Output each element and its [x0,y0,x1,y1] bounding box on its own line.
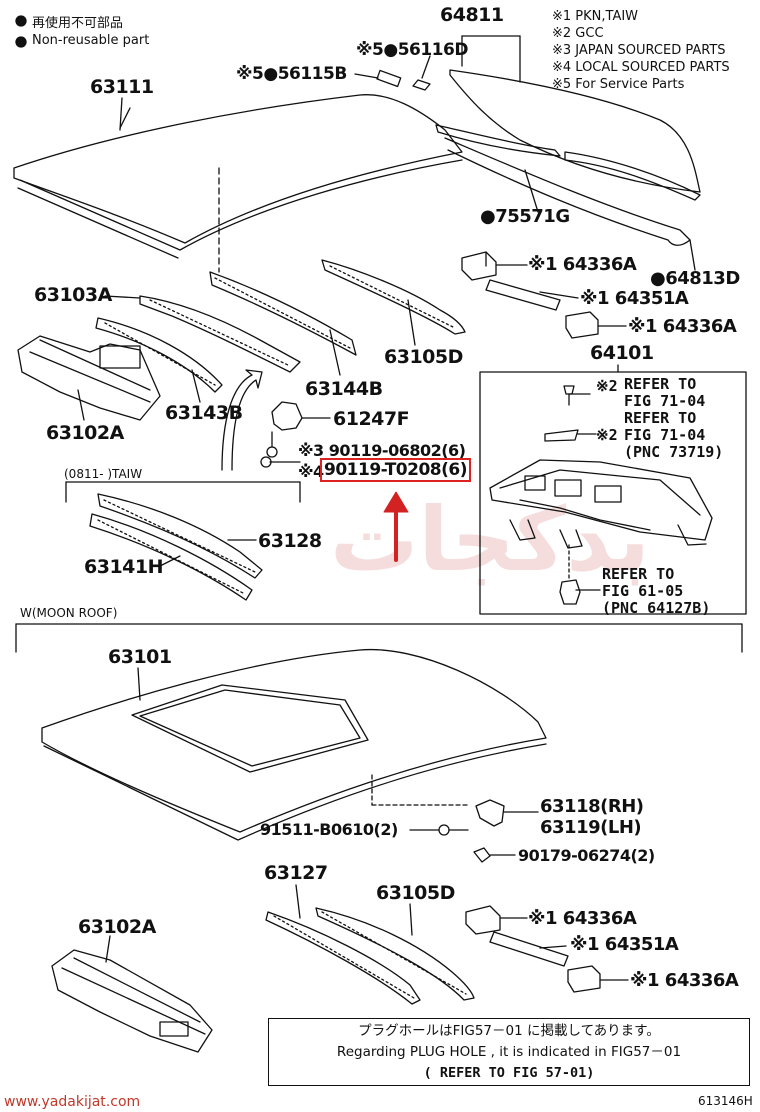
label-91511: 91511-B0610(2) [260,820,398,839]
panel-63102A [17,335,161,421]
legend-dot-1 [15,15,27,27]
section-moon-roof: W(MOON ROOF) [20,606,118,620]
strip-64351A-top [485,279,561,311]
plug-hole-note: プラグホールはFIG57－01 に掲載してあります。 Regarding PLU… [268,1018,750,1086]
label-90119-06802: ※3 90119-06802(6) [298,441,466,460]
label-63111: 63111 [90,76,154,98]
figure-id: 613146H [698,1094,753,1108]
label-63103A: 63103A [34,284,112,306]
ref-2-mark: ※2 [596,426,618,444]
note-jp: プラグホールはFIG57－01 に掲載してあります。 [358,1023,660,1039]
label-63118: 63118(RH) [540,796,644,817]
pad-64336A-top [461,251,497,281]
molding-64811 [435,35,701,246]
bolt-91511 [438,824,450,836]
label-64351A-1: ※1 64351A [580,288,689,309]
clip-56116D [412,79,431,91]
label-64336A-4: ※1 64336A [630,970,739,991]
label-64811: 64811 [440,4,504,26]
note-4: ※4 LOCAL SOURCED PARTS [552,60,730,75]
label-56115B: ※5●56115B [236,64,347,84]
label-63141H: 63141H [84,556,164,578]
ref-3-line-2: FIG 61-05 [602,582,684,600]
watermark-logo: بدكجات [330,488,654,591]
label-63144B: 63144B [305,378,383,400]
bracket-61247F [271,401,303,431]
rail-63128 [97,493,263,579]
label-63105D: 63105D [384,346,463,368]
website-link[interactable]: www.yadakijat.com [4,1094,141,1110]
rail-63105D-lower [315,903,475,1001]
panel-63103A [104,295,301,373]
note-1: ※1 PKN,TAIW [552,9,639,24]
label-63143B: 63143B [165,402,243,424]
rail-63144B [209,271,357,376]
label-90179: 90179-06274(2) [518,846,655,865]
ref-1-line-2: FIG 71-04 [624,392,706,410]
note-5: ※5 For Service Parts [552,77,685,92]
label-64336A-3: ※1 64336A [528,908,637,929]
plug-ref [559,579,581,605]
legend-jp: 再使用不可部品 [32,16,124,31]
pad-64336A-lower-1 [465,905,501,935]
clip-56115B [376,69,402,88]
ref-3-line-3: (PNC 64127B) [602,599,711,617]
note-3: ※3 JAPAN SOURCED PARTS [552,43,726,58]
note-en: Regarding PLUG HOLE , it is indicated in… [336,1044,682,1060]
label-64351A-2: ※1 64351A [570,934,679,955]
rail-63127 [265,884,421,1005]
rail-63143B [95,317,223,403]
label-64336A-2: ※1 64336A [628,316,737,337]
label-63101: 63101 [108,646,172,668]
highlight-arrow [383,491,409,562]
ref-1-mark: ※2 [596,377,618,395]
ref-2-line-3: (PNC 73719) [624,443,724,461]
legend-en: Non-reusable part [32,33,150,48]
label-64336A-1: ※1 64336A [528,254,637,275]
screw-ref [563,385,575,395]
box-64101 [479,371,747,615]
label-64101: 64101 [590,342,654,364]
panel-63102A-lower [51,935,213,1053]
legend-dot-2 [15,36,27,48]
label-63102A-lower: 63102A [78,916,156,938]
label-63102A: 63102A [46,422,124,444]
label-90119-T0208-highlighted: 90119-T0208(6) [320,458,471,482]
nut-90179 [473,847,491,863]
ref-2-line-1: REFER TO [624,409,697,427]
pad-64336A-mid [565,311,599,339]
clip-ref [544,429,579,442]
label-63127: 63127 [264,862,328,884]
roof-panel-63111 [13,94,463,259]
roof-panel-63101 [41,648,547,841]
label-56116D: ※5●56116D [356,40,468,60]
pad-64336A-lower-2 [567,965,601,993]
label-63119: 63119(LH) [540,817,642,838]
bracket-63118 [475,799,505,827]
assembly-arrow [221,369,263,471]
note-ref: ( REFER TO FIG 57-01) [423,1065,595,1081]
bolt-90119-06802 [266,446,278,458]
label-64813D: ●64813D [650,268,740,289]
ref-2-line-2: FIG 71-04 [624,426,706,444]
ref-3-line-1: REFER TO [602,565,675,583]
label-90119-T0208-prefix: ※4 [298,462,324,481]
label-63105D-lower: 63105D [376,882,455,904]
note-2: ※2 GCC [552,26,604,41]
label-61247F: 61247F [333,408,410,430]
label-75571G: ●75571G [480,206,570,227]
strip-64351A-lower [489,931,569,967]
section-taiw: (0811- )TAIW [64,467,143,481]
label-63128: 63128 [258,530,322,552]
tray-64101 [489,459,713,549]
ref-1-line-1: REFER TO [624,375,697,393]
rail-63141H [89,513,253,601]
rail-63105D [321,259,466,346]
